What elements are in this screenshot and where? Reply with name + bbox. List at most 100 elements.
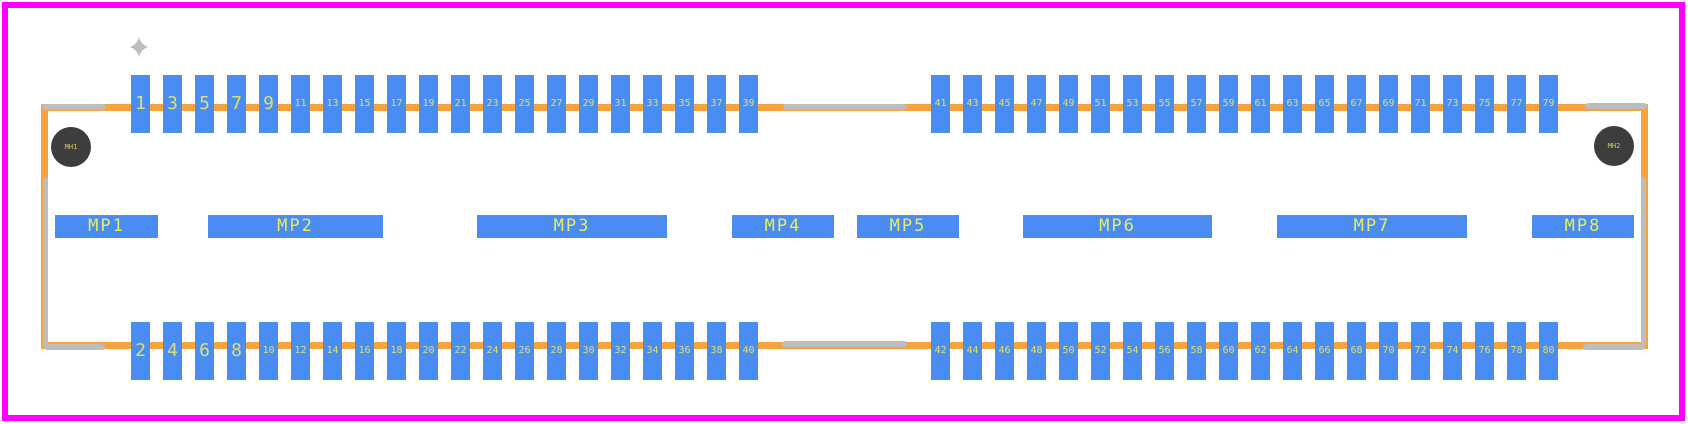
pad-pin-35: 35 [675, 75, 694, 133]
pad-pin-40: 40 [739, 322, 758, 380]
pad-pin-number: 65 [1318, 98, 1331, 109]
pad-pin-22: 22 [451, 322, 470, 380]
pad-pin-12: 12 [291, 322, 310, 380]
pad-pin-number: 47 [1030, 98, 1043, 109]
pad-pin-6: 6 [195, 322, 214, 380]
pad-pin-70: 70 [1379, 322, 1398, 380]
pad-pin-number: 19 [422, 98, 435, 109]
pad-pin-11: 11 [291, 75, 310, 133]
pad-pin-number: 22 [454, 345, 467, 356]
mounting-pad-mp7: MP7 [1277, 215, 1467, 238]
pad-pin-23: 23 [483, 75, 502, 133]
pad-pin-24: 24 [483, 322, 502, 380]
pad-pin-42: 42 [931, 322, 950, 380]
silkscreen-left-side [43, 177, 48, 347]
pad-pin-number: 34 [646, 345, 659, 356]
pad-pin-number: 73 [1446, 98, 1459, 109]
pad-pin-number: 30 [582, 345, 595, 356]
pad-pin-15: 15 [355, 75, 374, 133]
pad-pin-45: 45 [995, 75, 1014, 133]
pad-pin-number: 78 [1510, 345, 1523, 356]
silkscreen-bottom-middle [782, 341, 907, 347]
pad-pin-number: 21 [454, 98, 467, 109]
pad-pin-66: 66 [1315, 322, 1334, 380]
pad-pin-number: 72 [1414, 345, 1427, 356]
mounting-pad-mp4: MP4 [732, 215, 834, 238]
mounting-pad-label: MP3 [553, 216, 591, 236]
pad-pin-38: 38 [707, 322, 726, 380]
pad-pin-number: 33 [646, 98, 659, 109]
pad-pin-number: 71 [1414, 98, 1427, 109]
pad-pin-number: 69 [1382, 98, 1395, 109]
pad-pin-79: 79 [1539, 75, 1558, 133]
pad-pin-46: 46 [995, 322, 1014, 380]
mounting-pad-mp2: MP2 [208, 215, 383, 238]
pad-pin-number: 40 [742, 345, 755, 356]
pad-pin-26: 26 [515, 322, 534, 380]
pad-pin-61: 61 [1251, 75, 1270, 133]
pad-pin-51: 51 [1091, 75, 1110, 133]
pad-pin-34: 34 [643, 322, 662, 380]
pad-pin-number: 66 [1318, 345, 1331, 356]
pad-pin-number: 18 [390, 345, 403, 356]
pad-pin-number: 63 [1286, 98, 1299, 109]
pad-pin-number: 77 [1510, 98, 1523, 109]
pad-pin-80: 80 [1539, 322, 1558, 380]
pad-pin-number: 49 [1062, 98, 1075, 109]
mounting-pad-label: MP2 [277, 216, 314, 236]
pad-pin-32: 32 [611, 322, 630, 380]
silkscreen-top-left [42, 104, 106, 110]
pad-pin-number: 76 [1478, 345, 1491, 356]
pad-pin-number: 17 [390, 98, 403, 109]
pad-pin-76: 76 [1475, 322, 1494, 380]
pad-pin-number: 3 [167, 93, 178, 114]
pad-pin-number: 58 [1190, 345, 1203, 356]
pad-pin-number: 13 [326, 98, 339, 109]
pad-pin-53: 53 [1123, 75, 1142, 133]
pad-pin-number: 43 [966, 98, 979, 109]
pad-pin-73: 73 [1443, 75, 1462, 133]
pad-pin-number: 48 [1030, 345, 1043, 356]
mounting-hole-mh1: MH1 [51, 127, 91, 167]
pad-pin-69: 69 [1379, 75, 1398, 133]
pad-pin-number: 16 [358, 345, 371, 356]
pad-pin-30: 30 [579, 322, 598, 380]
pad-pin-number: 28 [550, 345, 563, 356]
pad-pin-41: 41 [931, 75, 950, 133]
pad-pin-72: 72 [1411, 322, 1430, 380]
mounting-pad-mp5: MP5 [857, 215, 959, 238]
pad-pin-10: 10 [259, 322, 278, 380]
pad-pin-8: 8 [227, 322, 246, 380]
pad-pin-number: 15 [358, 98, 371, 109]
pad-pin-74: 74 [1443, 322, 1462, 380]
pad-pin-number: 9 [263, 93, 274, 114]
pad-pin-number: 25 [518, 98, 531, 109]
pad-pin-number: 20 [422, 345, 435, 356]
pad-pin-57: 57 [1187, 75, 1206, 133]
pad-pin-5: 5 [195, 75, 214, 133]
pad-pin-36: 36 [675, 322, 694, 380]
pad-pin-number: 42 [934, 345, 947, 356]
pad-pin-21: 21 [451, 75, 470, 133]
mounting-pad-label: MP7 [1353, 216, 1391, 236]
silkscreen-bottom-right [1583, 344, 1645, 350]
pad-pin-47: 47 [1027, 75, 1046, 133]
pad-pin-number: 54 [1126, 345, 1139, 356]
pad-pin-number: 11 [294, 98, 307, 109]
pad-pin-54: 54 [1123, 322, 1142, 380]
pad-pin-number: 44 [966, 345, 979, 356]
mounting-pad-mp8: MP8 [1532, 215, 1634, 238]
pad-pin-29: 29 [579, 75, 598, 133]
pad-pin-37: 37 [707, 75, 726, 133]
pad-pin-63: 63 [1283, 75, 1302, 133]
pad-pin-number: 67 [1350, 98, 1363, 109]
pad-pin-number: 53 [1126, 98, 1139, 109]
pad-pin-number: 50 [1062, 345, 1075, 356]
pad-pin-56: 56 [1155, 322, 1174, 380]
pad-pin-55: 55 [1155, 75, 1174, 133]
pad-pin-number: 29 [582, 98, 595, 109]
pad-pin-3: 3 [163, 75, 182, 133]
pad-pin-number: 56 [1158, 345, 1171, 356]
pad-pin-19: 19 [419, 75, 438, 133]
